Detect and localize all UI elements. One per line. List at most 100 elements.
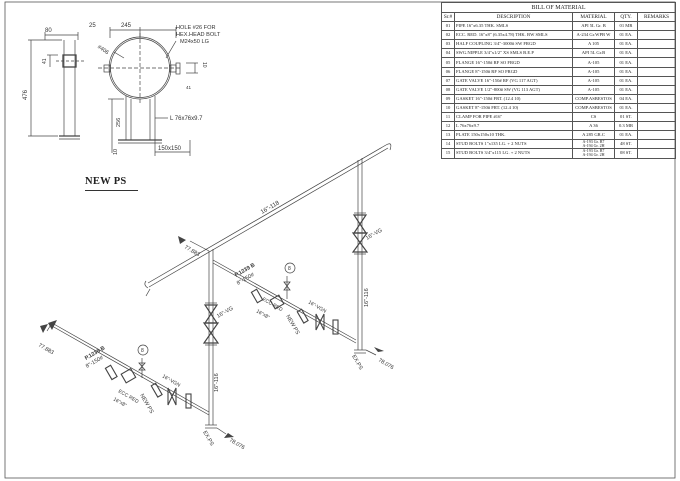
label-ex-ps-right: EX.PS <box>350 354 363 371</box>
bom-cell-qty: 01 EA. <box>614 84 638 95</box>
bom-cell-material: A-193 Gr. B7 A-194 Gr. 2H <box>572 148 615 159</box>
bom-cell-remarks <box>637 102 676 114</box>
bom-cell-description: FLANGE 8"-150# RF SO FRGD <box>454 66 573 77</box>
label-ex-ps-bottom: EX.PS <box>201 430 214 447</box>
bom-cell-sr: 11 <box>441 112 455 123</box>
bom-cell-material: A-234 Gr.WPB W <box>572 30 615 41</box>
bom-cell-qty: 01 EA. <box>614 48 638 59</box>
bom-cell-sr: 05 <box>441 57 455 68</box>
bom-cell-remarks <box>637 93 676 104</box>
bom-cell-material: API 5L Gr.B <box>572 48 615 59</box>
bom-cell-remarks <box>637 148 676 159</box>
dim-256: 256 <box>116 118 122 127</box>
label-new-ps-mid: NEW PS <box>284 314 300 336</box>
bom-header-sr: Sr.# <box>441 11 455 23</box>
bom-cell-sr: 07 <box>441 75 455 86</box>
bom-cell-description: PIPE 16"x6.35 THK. SMLS <box>454 21 573 32</box>
bom-cell-remarks <box>637 139 676 150</box>
dim-41-left: 41 <box>42 58 48 64</box>
iso-title-underline <box>85 190 138 191</box>
bom-cell-remarks <box>637 84 676 95</box>
bom-cell-sr: 04 <box>441 48 455 59</box>
bom-cell-qty: 08 ST. <box>614 148 638 159</box>
label-elev-bottom: 78.076 <box>228 438 246 452</box>
bom-cell-material: COMP.ASBESTOS <box>572 93 615 104</box>
bom-cell-material: COMP.ASBESTOS <box>572 102 615 114</box>
bom-cell-remarks <box>637 75 676 86</box>
angle-label: L 76x76x9.7 <box>170 116 203 122</box>
bom-cell-qty: 01 EA. <box>614 75 638 86</box>
bom-cell-sr: 14 <box>441 139 455 150</box>
bom-header-description: DESCRIPTION <box>454 11 573 23</box>
bom-cell-description: GATE VALVE 16"-150# RF (VG 117 AGT) <box>454 75 573 86</box>
bom-cell-qty: 01 ST. <box>614 112 638 123</box>
elevation-markers <box>40 236 384 438</box>
label-flange-right: 16"-VGN <box>307 300 328 315</box>
dim-25: 25 <box>89 23 96 29</box>
bom-cell-sr: 10 <box>441 102 455 114</box>
dim-41-right: 41 <box>186 85 192 90</box>
bom-cell-sr: 15 <box>441 148 455 159</box>
bom-cell-sr: 06 <box>441 66 455 77</box>
isometric-piping <box>46 143 392 435</box>
label-elev-right: 78.076 <box>377 358 395 372</box>
bom-title: BILL OF MATERIAL <box>441 2 676 13</box>
bom-cell-sr: 09 <box>441 93 455 104</box>
bom-cell-description: SWG.NIPPLE 3/4"x1/2" XS SMLS B.E.P <box>454 48 573 59</box>
dim-80: 80 <box>45 28 52 34</box>
bom-cell-remarks <box>637 121 676 132</box>
plate-label: 150x150 <box>158 146 182 152</box>
bom-cell-qty: 0.3 MR <box>614 121 638 132</box>
dim-10-right: 10 <box>201 62 207 68</box>
label-pipe-16-116: 16"-116 <box>364 288 370 307</box>
bom-cell-description: FLANGE 16"-150# RF SO FRGD <box>454 57 573 68</box>
bom-cell-remarks <box>637 112 676 123</box>
hole-note-line-1: HOLE #26 FOR <box>176 25 215 31</box>
bom-cell-material: API 5L Gr. B <box>572 21 615 32</box>
bom-cell-qty: 01 EA. <box>614 102 638 114</box>
bom-cell-description: HALF COUPLING 3/4"-3000# SW FRGD <box>454 39 573 50</box>
drawing-border <box>4 1 676 479</box>
bom-cell-description: ECC. RED. 16"x8" (6.35x4.78) THK. BW SML… <box>454 30 573 41</box>
bubble-label-left: 8 <box>141 348 144 354</box>
bom-cell-description: L 76x76x9.7 <box>454 121 573 132</box>
bom-cell-description: GASKET 8"-150# FRT. (12.4 10) <box>454 102 573 114</box>
dim-476: 476 <box>23 89 29 100</box>
bom-cell-material: A 285 GR.C <box>572 130 615 141</box>
label-valve-upper: 16"-VG <box>365 228 383 242</box>
dim-245: 245 <box>121 23 132 29</box>
label-elev-top: 77.883 <box>183 245 201 259</box>
label-valve-left: 16"-VG <box>216 306 234 320</box>
bom-cell-remarks <box>637 48 676 59</box>
bom-cell-remarks <box>637 66 676 77</box>
bom-cell-remarks <box>637 130 676 141</box>
bom-header-remarks: REMARKS <box>637 11 676 23</box>
bom-cell-qty: 01 EA. <box>614 66 638 77</box>
bom-cell-qty: 04 EA. <box>614 93 638 104</box>
bom-cell-material: A 105 <box>572 39 615 50</box>
bom-cell-description: GASKET 16"-150# FRT. (12.4 10) <box>454 93 573 104</box>
bom-cell-sr: 08 <box>441 84 455 95</box>
iso-title: NEW PS <box>85 176 127 187</box>
bom-cell-qty: 48 ST. <box>614 139 638 150</box>
label-elev-left: 77.883 <box>37 343 55 357</box>
bom-cell-sr: 03 <box>441 39 455 50</box>
bom-cell-qty: 01 EA. <box>614 39 638 50</box>
bom-cell-material: A-105 <box>572 84 615 95</box>
bom-header-qty: QTY. <box>614 11 638 23</box>
